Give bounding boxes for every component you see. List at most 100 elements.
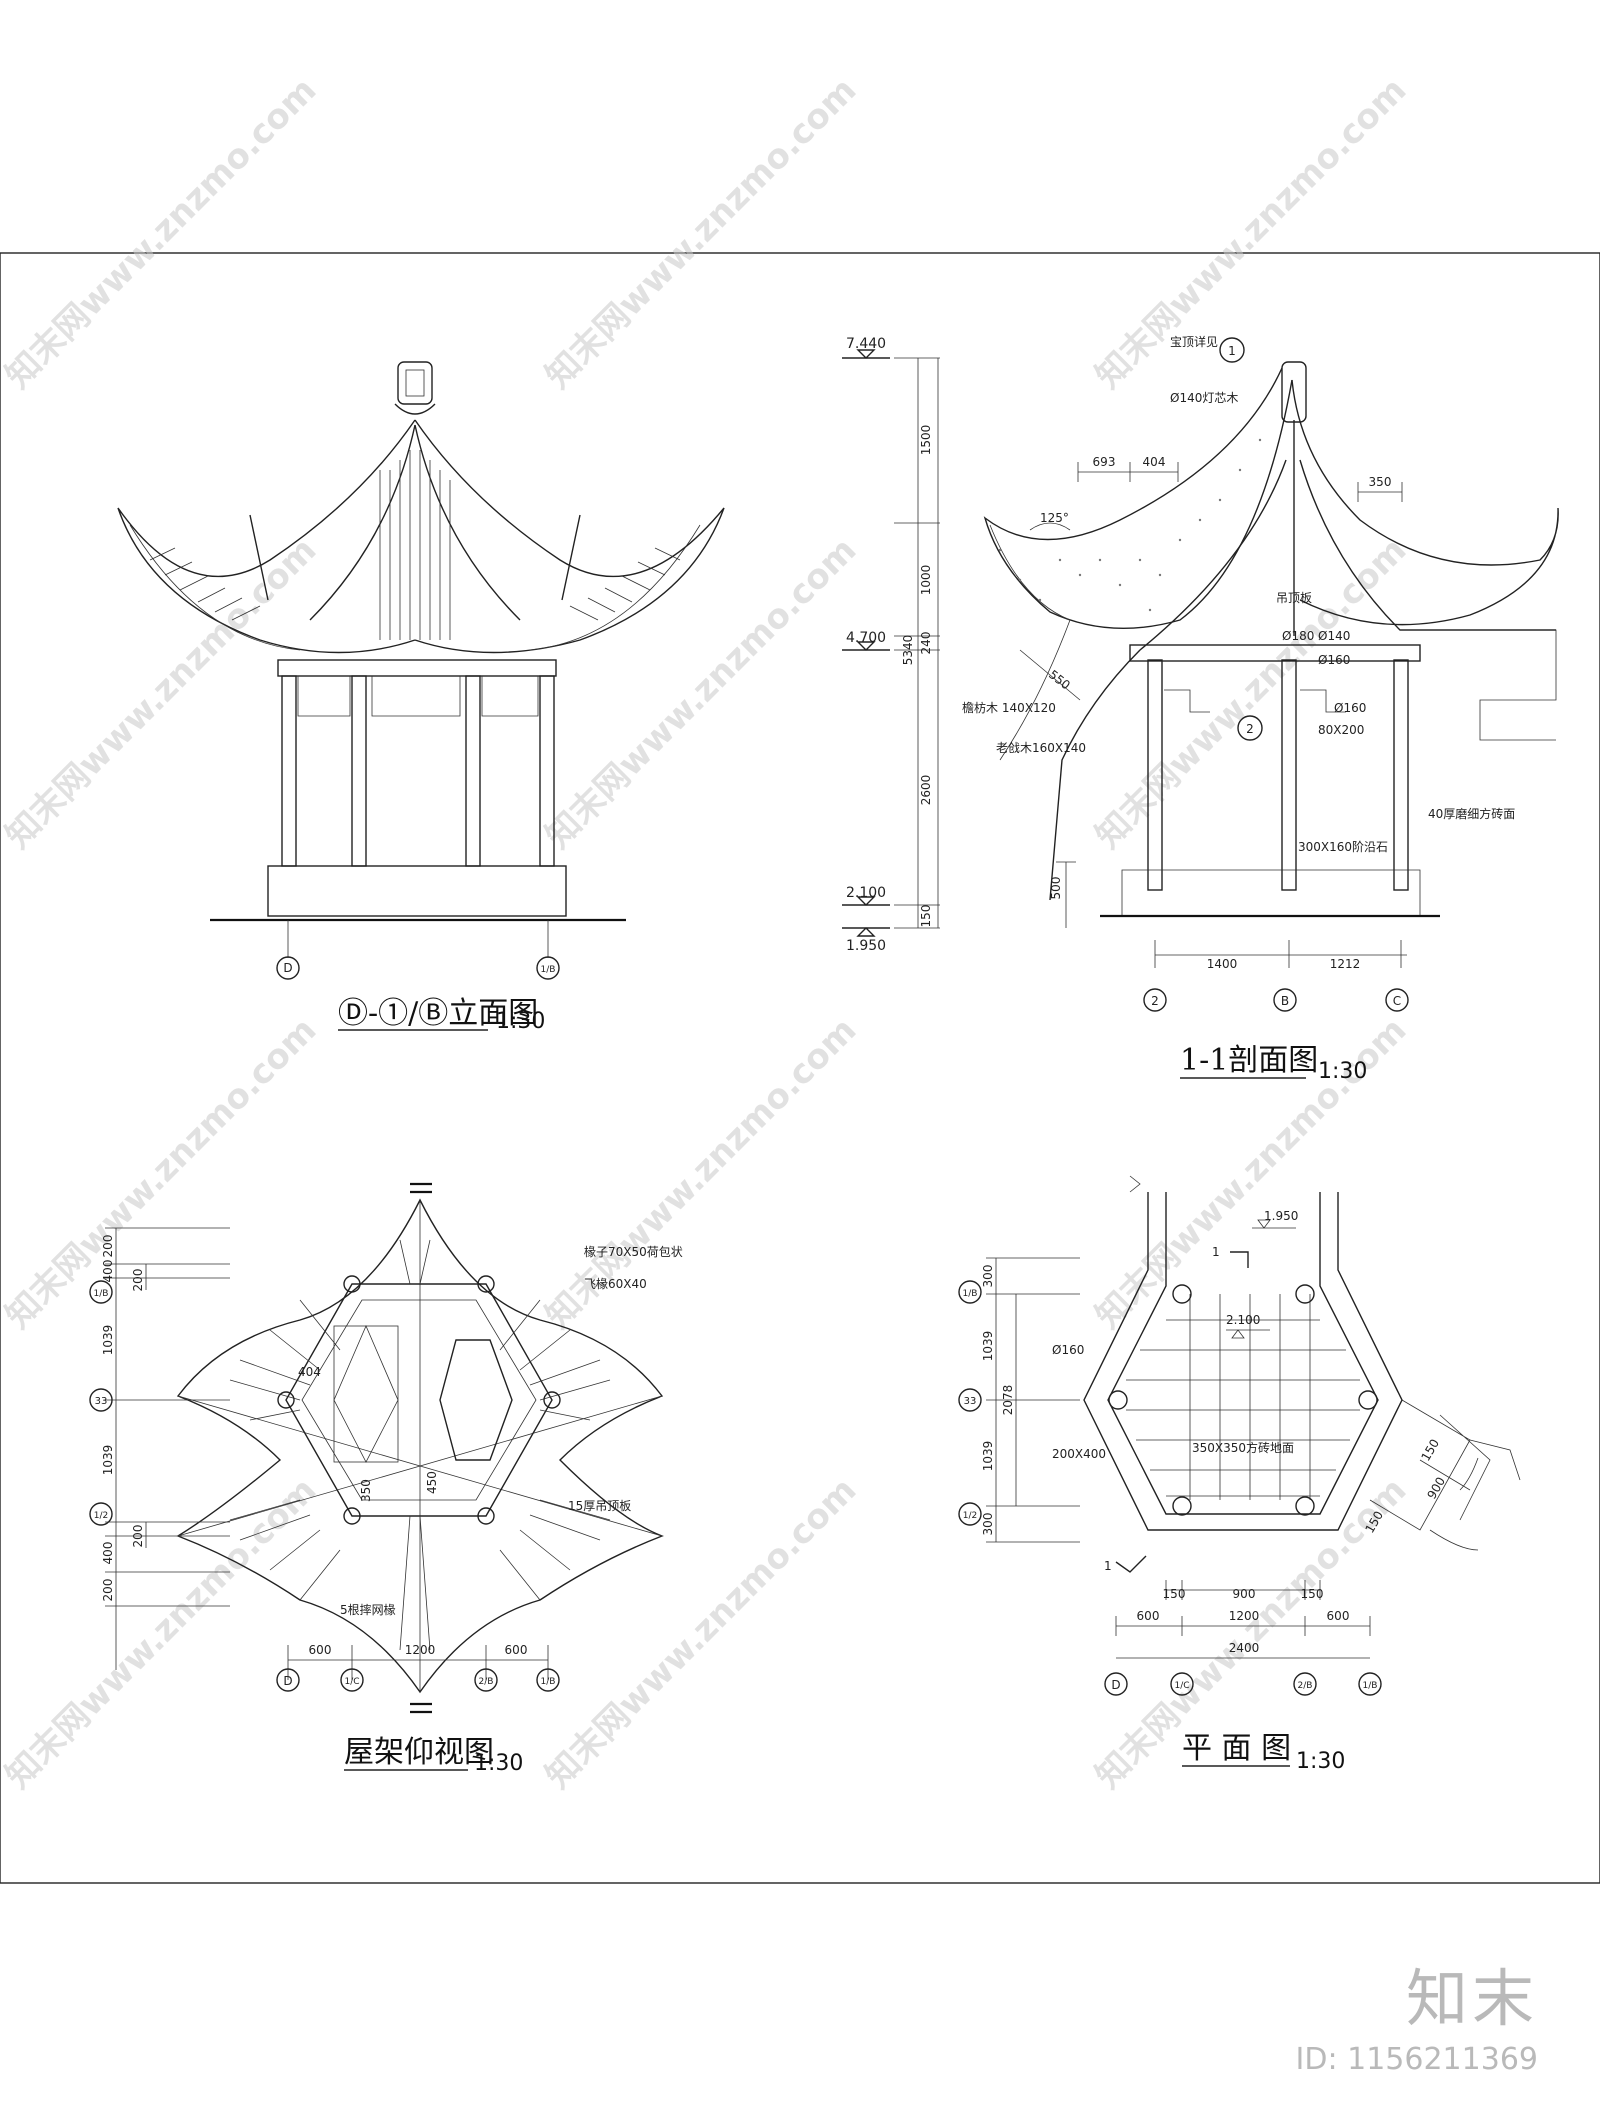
note: Ø140灯芯木 bbox=[1170, 391, 1238, 405]
dim-value: 404 bbox=[298, 1365, 321, 1379]
dim-value: 1200 bbox=[1229, 1609, 1260, 1623]
dim-value: 200 bbox=[101, 1235, 115, 1258]
dim-value: 600 bbox=[505, 1643, 528, 1657]
roof-stipple bbox=[998, 438, 1262, 612]
watermark: 知末网www.znzmo.com bbox=[0, 1470, 324, 1796]
angle-value: 125° bbox=[1040, 511, 1069, 525]
dim-value: 350 bbox=[1369, 475, 1392, 489]
level-value: 7.440 bbox=[846, 336, 886, 352]
axis-label: 1/2 bbox=[94, 1511, 108, 1521]
level-value: 2.100 bbox=[1226, 1313, 1260, 1327]
note: 檐枋木 140X120 bbox=[962, 700, 1056, 715]
axis-label: 1/B bbox=[541, 965, 556, 975]
note: 15厚吊顶板 bbox=[568, 1499, 631, 1513]
view-scale: 1:30 bbox=[1318, 1059, 1367, 1084]
watermark: 知末网www.znzmo.com bbox=[0, 70, 324, 396]
axis-label: 1/C bbox=[1174, 1681, 1189, 1691]
note: 40厚磨细方砖面 bbox=[1428, 806, 1515, 821]
axis-label: 1/B bbox=[963, 1289, 978, 1299]
note: 老戗木160X140 bbox=[996, 741, 1086, 755]
brand-logo: 知末 bbox=[1405, 1962, 1538, 2035]
view-title: 屋架仰视图 bbox=[344, 1735, 494, 1770]
dim-value: 150 bbox=[919, 905, 933, 928]
section-mark: 1 bbox=[1104, 1559, 1112, 1573]
axis-label: 1/B bbox=[1363, 1681, 1378, 1691]
dim-value: 450 bbox=[425, 1471, 439, 1494]
axis-label: 33 bbox=[964, 1396, 977, 1407]
note: 椽子70X50荷包状 bbox=[584, 1245, 683, 1259]
axis-label: D bbox=[283, 961, 292, 975]
dim-value: 200 bbox=[131, 1269, 145, 1292]
dim-value: 1039 bbox=[981, 1331, 995, 1362]
watermark: 知末网www.znzmo.com bbox=[1088, 70, 1414, 396]
rafter-hatch bbox=[229, 1239, 611, 1651]
dim-value: 240 bbox=[919, 632, 933, 655]
level-value: 1.950 bbox=[1264, 1209, 1298, 1223]
dim-value: 200 bbox=[101, 1579, 115, 1602]
dim-value: 550 bbox=[1046, 667, 1073, 692]
dim-value: 1039 bbox=[101, 1445, 115, 1476]
axis-label: D bbox=[283, 1674, 292, 1688]
floor-plan-notes: Ø160 200X400 350X350方砖地面 bbox=[1052, 1343, 1294, 1461]
axis-label: 2/B bbox=[479, 1677, 494, 1687]
axis-label: 2/B bbox=[1298, 1681, 1313, 1691]
note: 飞椽60X40 bbox=[584, 1277, 647, 1291]
section-mark: 1 bbox=[1212, 1245, 1220, 1259]
note: Ø160 bbox=[1334, 701, 1366, 715]
dim-value: 600 bbox=[1137, 1609, 1160, 1623]
axis-label: C bbox=[1393, 994, 1401, 1008]
dim-value: 1000 bbox=[919, 565, 933, 596]
axis-label: 2 bbox=[1151, 994, 1159, 1008]
dim-value: 1039 bbox=[101, 1325, 115, 1356]
axis-label: 1/B bbox=[94, 1289, 109, 1299]
level-value: 1.950 bbox=[846, 938, 886, 954]
sheet-frame bbox=[0, 252, 1600, 1884]
view-title: Ⓓ-①/Ⓑ立面图 bbox=[338, 996, 538, 1031]
image-id: ID: 1156211369 bbox=[1295, 2042, 1538, 2077]
dim-value: 1039 bbox=[981, 1441, 995, 1472]
columns bbox=[281, 675, 555, 867]
view-title: 平 面 图 bbox=[1182, 1731, 1291, 1766]
column-nodes bbox=[277, 1275, 561, 1525]
watermarks: 知末网www.znzmo.com 知末网www.znzmo.com 知末网www… bbox=[0, 70, 1414, 1796]
dim-value: 500 bbox=[1049, 877, 1063, 900]
axis-label: 1/C bbox=[344, 1677, 359, 1687]
note: Ø140 bbox=[1318, 629, 1350, 643]
dim-total: 2400 bbox=[1229, 1641, 1260, 1655]
dim-value: 150 bbox=[1163, 1587, 1186, 1601]
dim-value: 693 bbox=[1093, 455, 1116, 469]
watermark: 知末网www.znzmo.com bbox=[538, 70, 864, 396]
roof-plan-view: 200 400 200 1039 1039 200 400 200 1/B 33… bbox=[89, 1182, 683, 1776]
floor-tile-grid bbox=[1126, 1294, 1360, 1500]
note: Ø180 bbox=[1282, 629, 1314, 643]
detail-callout: 1 bbox=[1228, 344, 1236, 358]
watermark: 知末网www.znzmo.com bbox=[0, 1010, 324, 1336]
note: 5根摔网椽 bbox=[340, 1603, 396, 1617]
dim-value: 2078 bbox=[1001, 1385, 1015, 1416]
watermark: 知末网www.znzmo.com bbox=[538, 1470, 864, 1796]
level-value: 2.100 bbox=[846, 885, 886, 901]
axis-label: 33 bbox=[95, 1396, 108, 1407]
dim-value: 600 bbox=[309, 1643, 332, 1657]
level-value: 4.700 bbox=[846, 630, 886, 646]
dim-value: 300 bbox=[981, 1513, 995, 1536]
roof-tile-hatch bbox=[149, 450, 681, 640]
floor-plan-view: 150 900 150 1.950 2.100 1 1 300 1039 207… bbox=[958, 1175, 1521, 1774]
axis-label: B bbox=[1281, 994, 1289, 1008]
detail-callout: 2 bbox=[1246, 722, 1254, 736]
view-title: 1-1剖面图 bbox=[1180, 1043, 1318, 1078]
dim-value: 1500 bbox=[919, 425, 933, 456]
dim-value: 400 bbox=[101, 1542, 115, 1565]
note: 宝顶详见 bbox=[1170, 334, 1218, 349]
dim-value: 900 bbox=[1233, 1587, 1256, 1601]
dim-value: 300 bbox=[981, 1265, 995, 1288]
note: 80X200 bbox=[1318, 723, 1364, 737]
view-scale: 1:30 bbox=[474, 1751, 523, 1776]
dim-value: 404 bbox=[1143, 455, 1166, 469]
note: 200X400 bbox=[1052, 1447, 1106, 1461]
dim-value: 600 bbox=[1327, 1609, 1350, 1623]
note: Ø160 bbox=[1052, 1343, 1084, 1357]
dim-value: 5340 bbox=[901, 635, 915, 666]
watermark: 知末网www.znzmo.com bbox=[1088, 530, 1414, 856]
